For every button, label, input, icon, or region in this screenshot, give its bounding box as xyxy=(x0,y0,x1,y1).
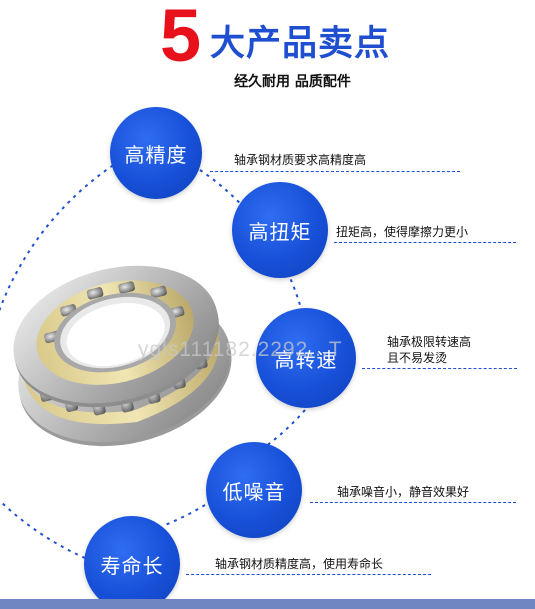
feature-label: 低噪音 xyxy=(222,479,286,504)
feature-circle-torque: 高扭矩 xyxy=(232,182,328,278)
feature-label: 高扭矩 xyxy=(248,219,312,244)
headline-number: 5 xyxy=(160,0,201,77)
watermark-text: ygls111182.2292...T xyxy=(138,338,343,361)
feature-description: 轴承钢材质要求高精度高 xyxy=(234,153,367,167)
headline-subtitle: 经久耐用 品质配件 xyxy=(234,74,351,90)
feature-circle-precision: 高精度 xyxy=(110,107,202,199)
feature-label: 寿命长 xyxy=(100,553,164,578)
feature-description: 轴承钢材质精度高，使用寿命长 xyxy=(215,557,384,571)
dotted-arc xyxy=(0,499,86,559)
feature-divider xyxy=(334,242,516,243)
feature-divider xyxy=(310,502,516,503)
headline-title: 大产品卖点 xyxy=(210,24,391,64)
feature-circle-speed: 高转速 xyxy=(256,308,356,408)
feature-divider xyxy=(362,368,517,369)
feature-label: 高转速 xyxy=(274,347,338,372)
feature-label: 高精度 xyxy=(124,142,188,167)
feature-description: 轴承极限转速高 且不易发烫 xyxy=(387,335,472,365)
feature-description: 扭矩高，使得摩擦力更小 xyxy=(336,225,469,239)
dotted-arc xyxy=(257,409,306,453)
bottom-bar xyxy=(0,599,535,609)
dotted-arc xyxy=(0,161,119,312)
bearing-image xyxy=(13,265,232,447)
feature-circle-lifespan: 寿命长 xyxy=(84,516,180,609)
feature-divider xyxy=(186,574,431,575)
headline: 5 大产品卖点 xyxy=(0,0,535,76)
feature-circle-noise: 低噪音 xyxy=(206,442,302,538)
dotted-arc xyxy=(164,504,206,526)
feature-divider xyxy=(210,171,460,172)
feature-description: 轴承噪音小，静音效果好 xyxy=(337,485,470,499)
